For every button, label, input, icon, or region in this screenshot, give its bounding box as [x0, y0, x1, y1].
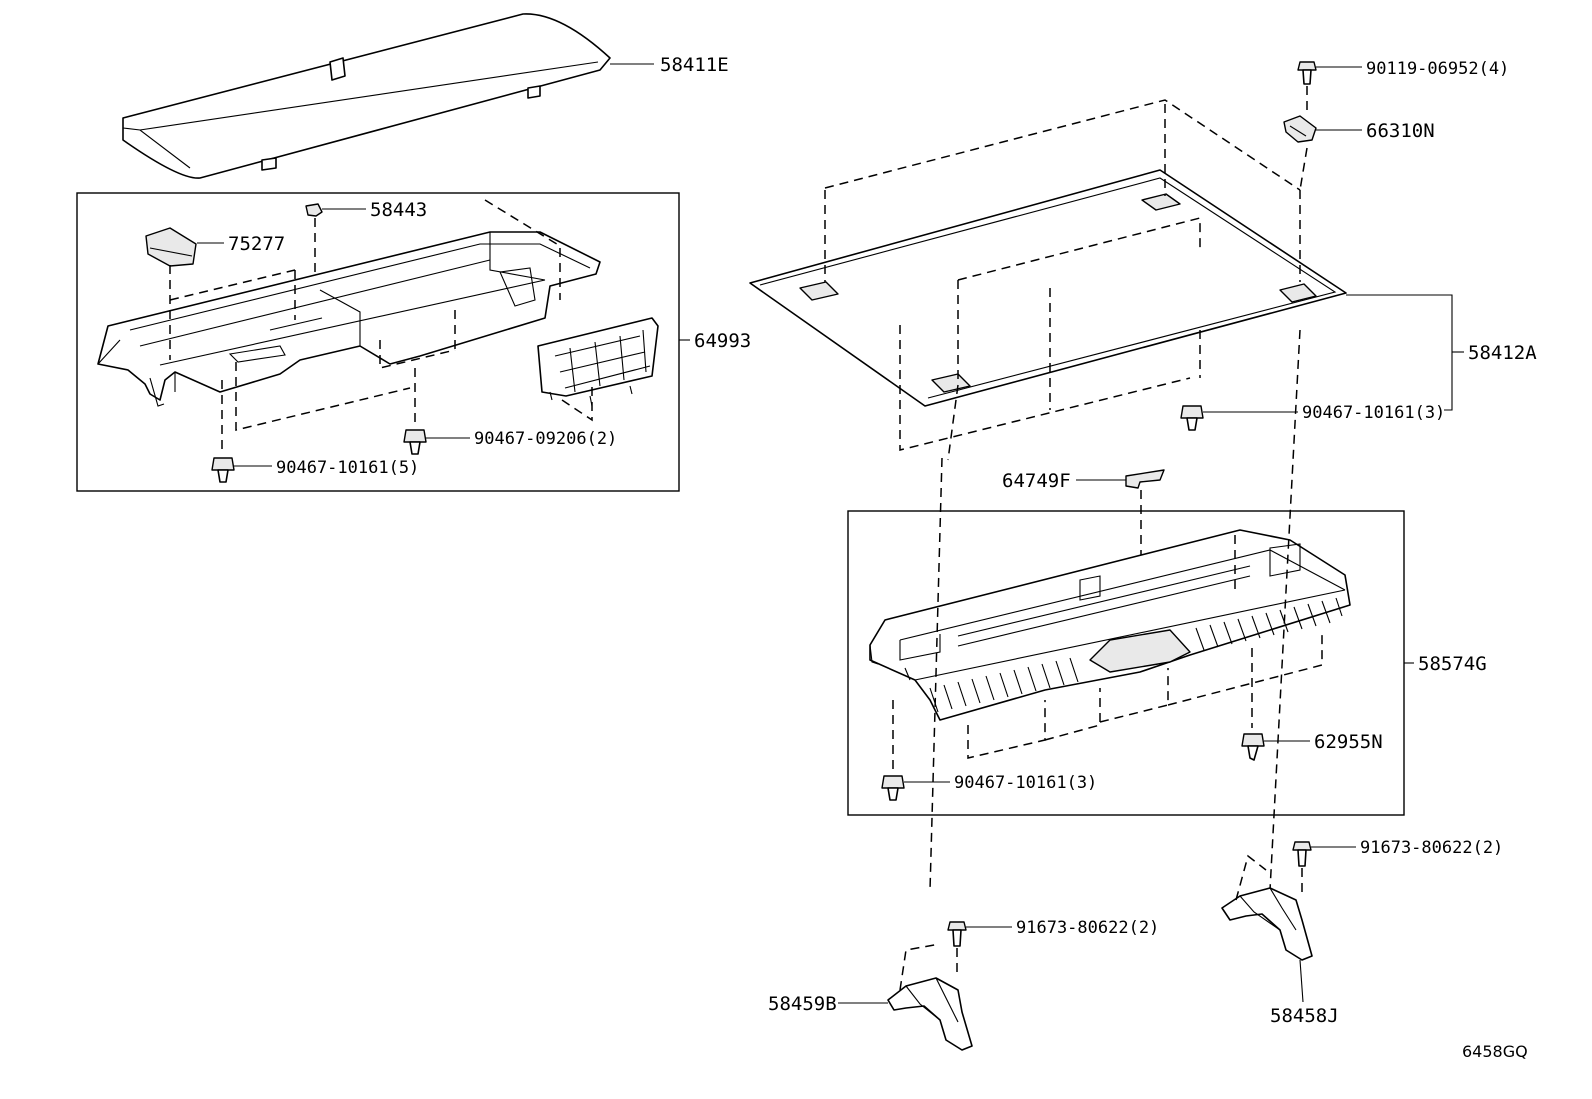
dash-58459b — [899, 943, 941, 991]
dash-58458j — [1235, 854, 1267, 901]
dash-58412a-top — [824, 99, 1301, 191]
label-90467-10161-5: 90467-10161(5) — [276, 458, 419, 478]
dash-panel — [561, 385, 593, 422]
label-58458j: 58458J — [1270, 1005, 1339, 1027]
part-75277-handle — [145, 227, 197, 267]
dash-long-left-top — [947, 384, 959, 461]
part-58574g-scuff-plate — [869, 529, 1351, 721]
drawing-code: 6458GQ — [1462, 1042, 1528, 1061]
part-58443-clip — [305, 203, 323, 217]
leader-58458j — [1299, 959, 1304, 1003]
label-64993: 64993 — [694, 330, 751, 352]
dash-58412a-b — [957, 217, 1201, 281]
part-90467-10161-3-lower-clip — [881, 775, 905, 801]
label-58443: 58443 — [370, 199, 427, 221]
dash-64993-d — [484, 199, 561, 300]
dash-64993-b — [169, 269, 296, 301]
dash-58574g-c — [1099, 668, 1169, 723]
label-90467-10161-3b: 90467-10161(3) — [954, 773, 1097, 793]
leader-58412a — [1346, 294, 1453, 411]
label-58459b: 58459B — [768, 993, 837, 1015]
dash-64993-f — [379, 340, 456, 369]
label-91673-80622-b: 91673-80622(2) — [1360, 838, 1503, 858]
dash-64993-e — [235, 362, 411, 431]
dash-58412a-a — [899, 325, 1191, 451]
label-75277: 75277 — [228, 233, 285, 255]
part-90467-10161-5-clip — [211, 457, 235, 483]
part-58459b-bracket — [887, 977, 973, 1051]
label-91673-80622-a: 91673-80622(2) — [1016, 918, 1159, 938]
label-90467-10161-3a: 90467-10161(3) — [1302, 403, 1445, 423]
part-58412a-floor-board — [749, 169, 1347, 407]
label-64749f: 64749F — [1002, 470, 1071, 492]
label-62955n: 62955N — [1314, 731, 1383, 753]
label-58411e: 58411E — [660, 54, 729, 76]
label-58574g: 58574G — [1418, 653, 1487, 675]
label-66310n: 66310N — [1366, 120, 1435, 142]
part-58411e-board — [122, 13, 611, 179]
dash-58412a-ln — [1299, 147, 1308, 191]
dash-58574g-d — [1167, 632, 1323, 706]
part-90119-06952-bolt — [1297, 61, 1317, 85]
part-91673-80622-right-bolt — [1292, 841, 1312, 867]
part-66310n-nut — [1283, 115, 1317, 143]
part-58458j-bracket — [1221, 887, 1313, 961]
dash-58574g-a — [967, 700, 1046, 759]
part-91673-80622-left-bolt — [947, 921, 967, 947]
part-64993-tray — [97, 231, 601, 407]
label-90119-06952: 90119-06952(4) — [1366, 59, 1509, 79]
part-64749f-clip — [1125, 469, 1165, 489]
group-frame-64993 — [76, 192, 680, 492]
part-90467-09206-clip — [403, 429, 427, 455]
label-90467-09206: 90467-09206(2) — [474, 429, 617, 449]
dash-58574g-b — [1044, 688, 1101, 741]
label-58412a: 58412A — [1468, 342, 1537, 364]
part-62955n-clip — [1241, 733, 1265, 761]
part-64993-panel — [537, 317, 659, 407]
dash-long-right — [1269, 329, 1301, 891]
dash-long-left — [929, 457, 943, 891]
part-90467-10161-3-upper-clip — [1180, 405, 1204, 431]
